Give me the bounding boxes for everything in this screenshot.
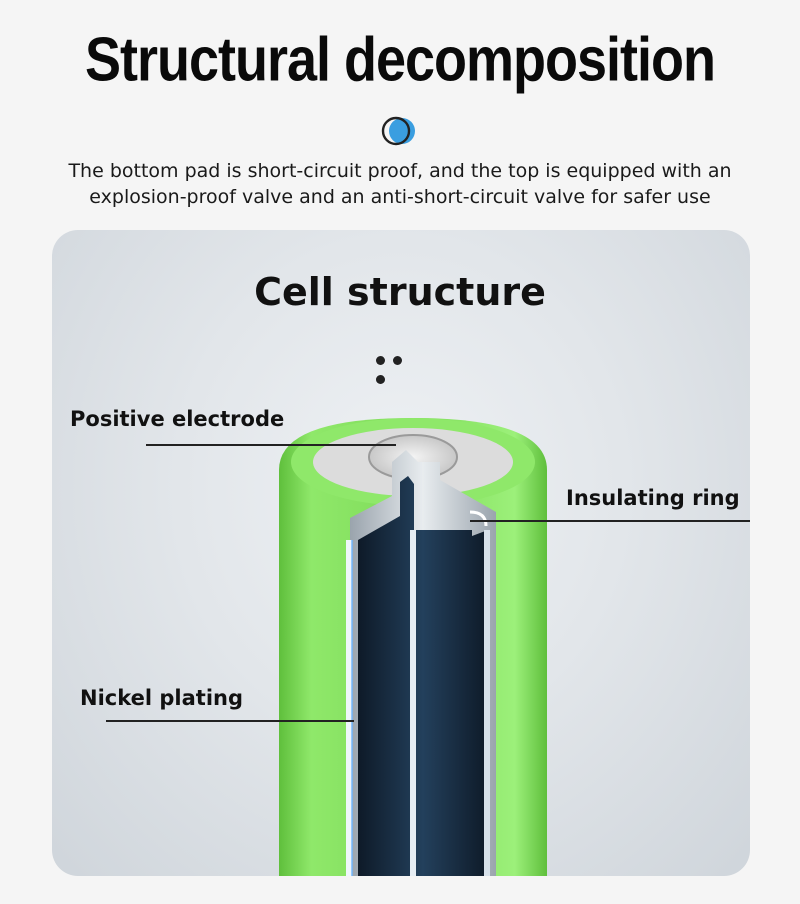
- label-nickel-plating: Nickel plating: [80, 686, 243, 710]
- page-title: Structural decomposition: [84, 25, 716, 95]
- label-positive-electrode: Positive electrode: [70, 407, 285, 431]
- leader-line-nickel-plating: [106, 720, 354, 722]
- dots-icon: [376, 350, 426, 384]
- card-title: Cell structure: [254, 270, 546, 314]
- label-insulating-ring: Insulating ring: [566, 486, 740, 510]
- leader-line-insulating-ring: [470, 520, 750, 522]
- overlapping-circles-icon: [381, 116, 415, 146]
- leader-line-positive-electrode: [146, 444, 396, 446]
- page-description: The bottom pad is short-circuit proof, a…: [68, 160, 732, 208]
